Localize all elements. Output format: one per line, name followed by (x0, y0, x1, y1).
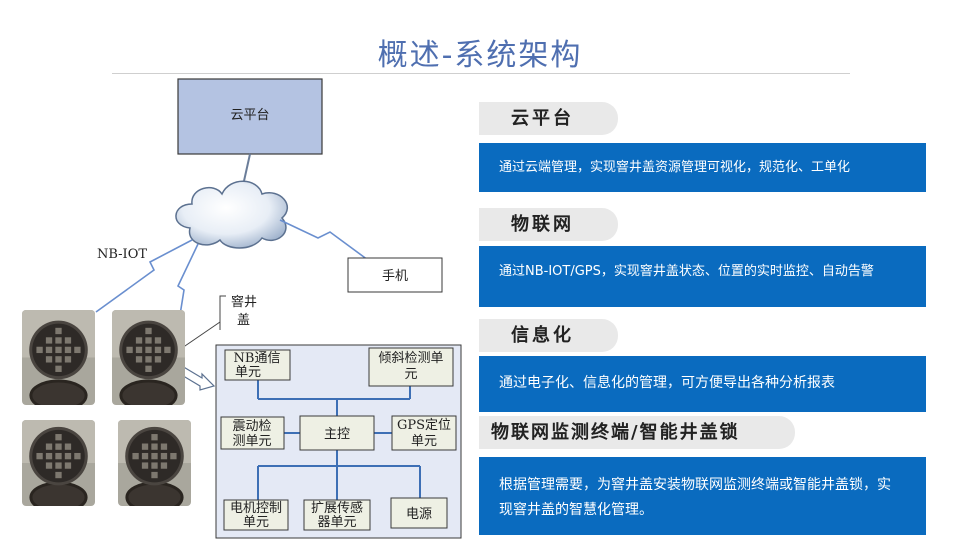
manhole-photo (22, 310, 95, 405)
module-power: 电源 (390, 497, 448, 529)
svg-text:主控: 主控 (324, 427, 350, 442)
module-connections (257, 380, 421, 500)
svg-text:震动检: 震动检 (232, 419, 271, 434)
panel-heading-info: 信息化 (479, 319, 618, 352)
manhole-label-line1: 窨井 (231, 294, 257, 310)
nb-iot-label: NB-IOT (97, 247, 147, 262)
svg-text:单元: 单元 (243, 515, 269, 530)
panel-body-terminal: 根据管理需要，为窨井盖安装物联网监测终端或智能井盖锁，实现窨井盖的智慧化管理。 (479, 457, 926, 535)
svg-text:扩展传感: 扩展传感 (311, 500, 363, 516)
svg-text:元: 元 (404, 367, 417, 382)
svg-text:倾斜检测单: 倾斜检测单 (378, 351, 443, 366)
module-nb: NB通信 单元 (224, 349, 291, 381)
svg-text:电源: 电源 (406, 507, 432, 522)
module-main-control: 主控 (299, 415, 375, 451)
svg-text:GPS定位: GPS定位 (397, 418, 451, 433)
manhole-pointer (181, 321, 221, 349)
phone-label: 手机 (382, 269, 408, 284)
cloud-platform-label: 云平台 (230, 108, 269, 123)
svg-text:器单元: 器单元 (317, 515, 356, 530)
manhole-label-line2: 盖 (237, 313, 250, 328)
panel-heading-iot: 物联网 (479, 208, 618, 241)
panel-heading-terminal: 物联网监测终端/智能井盖锁 (479, 416, 795, 449)
nb-iot-link-left (95, 239, 193, 313)
svg-text:单元: 单元 (411, 434, 437, 449)
module-motor: 电机控制 单元 (223, 499, 289, 531)
manhole-photo (22, 420, 95, 506)
title-divider (112, 73, 850, 74)
module-tilt: 倾斜检测单 元 (368, 347, 454, 387)
manhole-photo (118, 420, 191, 506)
module-vibration: 震动检 测单元 (220, 416, 285, 450)
module-extension-sensor: 扩展传感 器单元 (303, 499, 371, 531)
manhole-photo (112, 310, 185, 405)
module-gps: GPS定位 单元 (391, 415, 457, 451)
svg-text:电机控制: 电机控制 (230, 501, 282, 516)
panel-body-info: 通过电子化、信息化的管理，可方便导出各种分析报表 (479, 356, 926, 412)
svg-text:NB通信: NB通信 (234, 351, 281, 366)
cloud-icon (175, 180, 289, 249)
svg-text:单元: 单元 (235, 365, 261, 380)
panel-heading-cloud: 云平台 (479, 102, 618, 135)
panel-body-iot: 通过NB-IOT/GPS，实现窨井盖状态、位置的实时监控、自动告警 (479, 246, 926, 307)
cloud-platform-box (177, 78, 323, 155)
phone-box (347, 257, 443, 293)
panel-body-cloud: 通过云端管理，实现窨井盖资源管理可视化，规范化、工单化 (479, 143, 926, 192)
phone-link (279, 219, 369, 261)
svg-text:测单元: 测单元 (232, 434, 271, 449)
page-title: 概述-系统架构 (377, 38, 583, 73)
